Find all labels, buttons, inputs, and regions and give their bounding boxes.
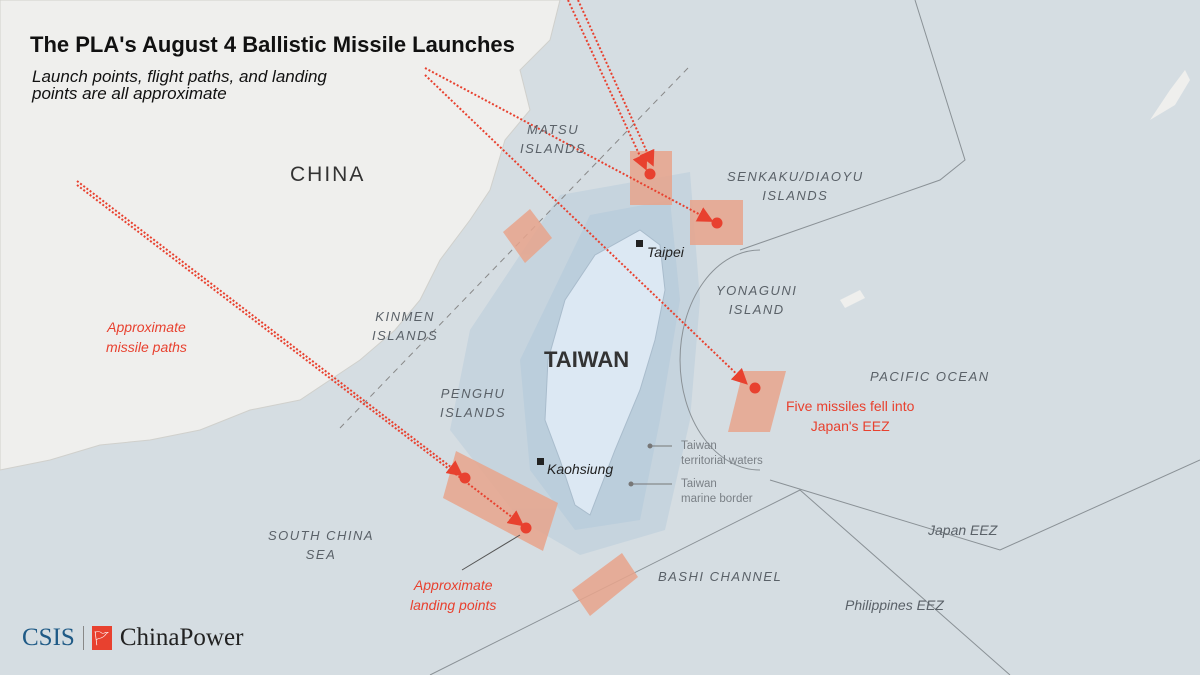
chinapower-icon: 🚩︎ <box>91 626 112 650</box>
logo-divider <box>82 626 84 650</box>
missile-paths <box>76 0 748 527</box>
zone-east <box>728 371 786 432</box>
yonaguni-circle <box>679 249 761 471</box>
label-pacific: PACIFIC OCEAN <box>870 369 990 384</box>
label-bashi: BASHI CHANNEL <box>658 569 783 584</box>
landing-points <box>459 168 761 534</box>
taipei-marker <box>636 240 643 247</box>
label-philippines-eez: Philippines EEZ <box>845 597 944 613</box>
label-taipei: Taipei <box>647 244 684 260</box>
zone-west <box>503 209 552 263</box>
csis-logo: CSIS <box>22 624 75 651</box>
china-landmass <box>0 0 561 471</box>
map-subtitle: Launch points, flight paths, and landing… <box>32 67 327 103</box>
label-china: CHINA <box>290 163 366 186</box>
japan-eez-line <box>739 0 1200 551</box>
kaohsiung-marker <box>537 458 544 465</box>
ryukyu-islands <box>840 70 1190 308</box>
chinapower-logo: ChinaPower <box>119 624 244 651</box>
logo: CSIS 🚩︎ ChinaPower <box>22 624 243 652</box>
taiwan-island <box>544 229 666 516</box>
label-kaohsiung: Kaohsiung <box>547 461 614 477</box>
label-japan-eez: Japan EEZ <box>928 522 998 538</box>
legend-leaders <box>628 443 672 487</box>
zone-south <box>572 553 638 616</box>
philippines-eez-line <box>429 489 1011 675</box>
map-title: The PLA's August 4 Ballistic Missile Lau… <box>30 32 515 57</box>
label-taiwan: TAIWAN <box>544 347 630 372</box>
